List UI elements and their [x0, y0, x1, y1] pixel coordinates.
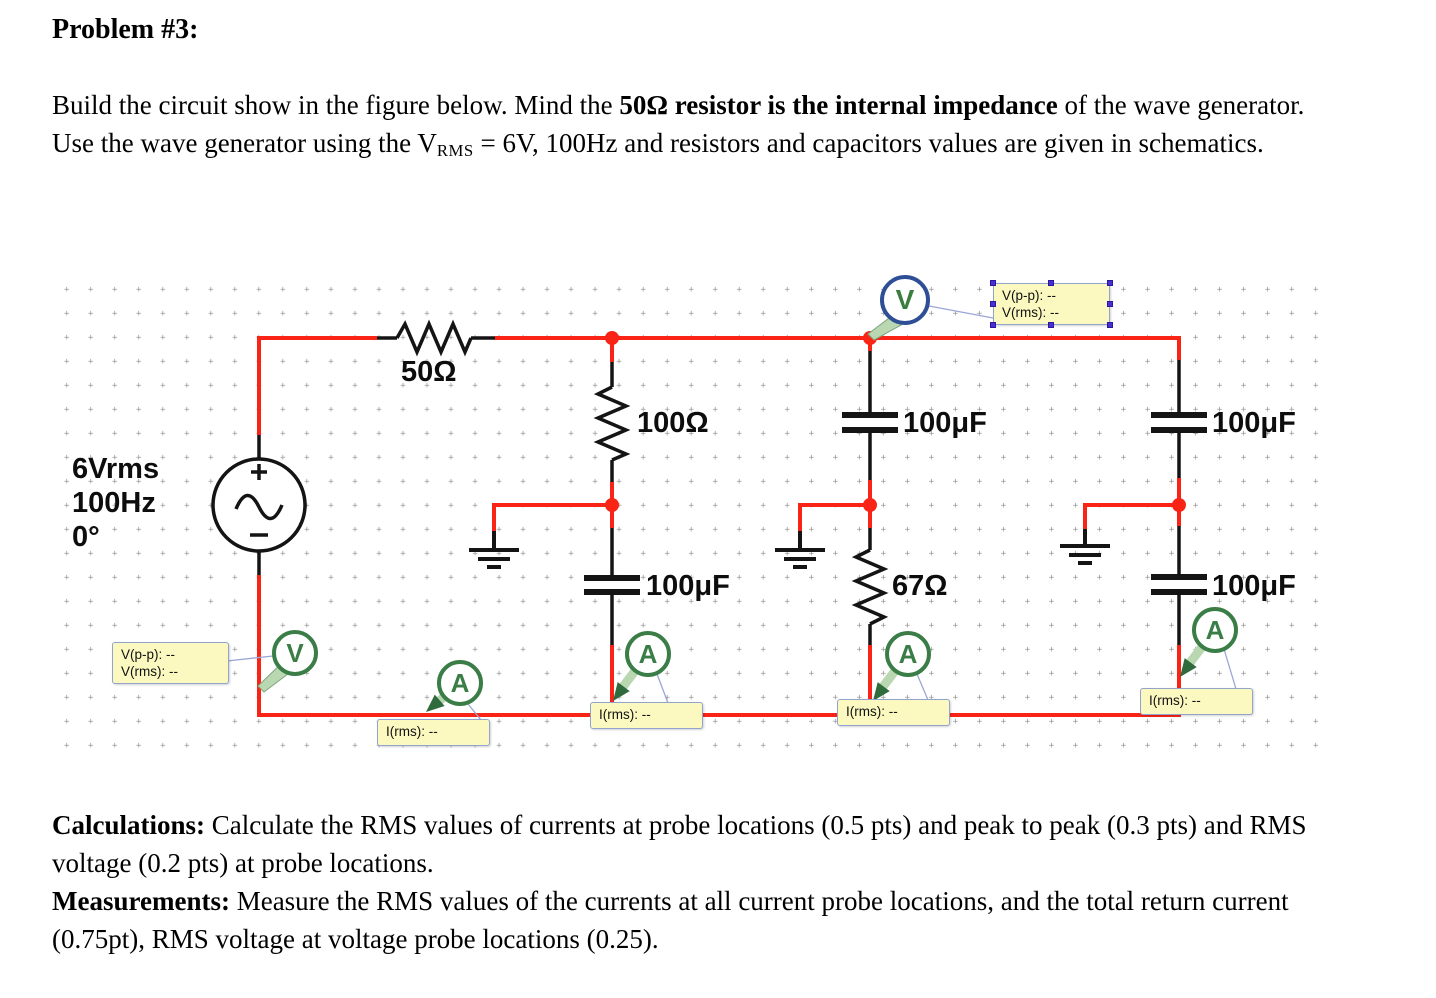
probe-letter: A	[450, 667, 470, 698]
current-readout-box-branch2[interactable]: I(rms): --	[837, 699, 950, 726]
selection-handle[interactable]	[990, 301, 996, 307]
wire-ground3[interactable]	[1083, 503, 1179, 529]
voltage-readout-box-top[interactable]: V(p-p): -- V(rms): --	[990, 280, 1113, 328]
junction-dots	[605, 331, 1186, 512]
selection-handle[interactable]	[1048, 280, 1054, 286]
irms-readout: I(rms): --	[1149, 693, 1201, 708]
wire-bottom-bus[interactable]	[257, 575, 1181, 717]
grounds[interactable]	[469, 529, 1110, 569]
probe-letter: A	[1205, 614, 1225, 645]
irms-readout: I(rms): --	[599, 707, 651, 722]
label-capacitor-c2: 100μF	[903, 407, 987, 439]
source-value-label: 6Vrms 100Hz 0°	[72, 453, 160, 553]
resistor-67ohm[interactable]	[851, 548, 889, 626]
vpp-readout: V(p-p): --	[1002, 288, 1056, 303]
selection-handle[interactable]	[1107, 280, 1113, 286]
label-capacitor-c1: 100μF	[646, 570, 730, 602]
wire-ground2[interactable]	[798, 503, 870, 531]
sine-icon	[234, 493, 284, 521]
circuit-diagram: ++++++++++++++++++++++++++++++++++++++++…	[60, 275, 1352, 778]
selection-handle[interactable]	[990, 322, 996, 328]
probe-needle-arrow	[873, 682, 890, 701]
selection-handle[interactable]	[1048, 322, 1054, 328]
junction-dot	[605, 331, 619, 345]
probe-connector-lines	[226, 305, 1237, 721]
probe-letter: A	[638, 638, 658, 669]
probe-letter: V	[895, 284, 915, 315]
components[interactable]	[211, 319, 1207, 645]
label-capacitor-c3: 100μF	[1212, 407, 1296, 439]
current-probe-branch3[interactable]: A	[1192, 607, 1238, 653]
resistor-100ohm[interactable]	[593, 385, 631, 462]
probe-needle-arrow	[1180, 658, 1197, 677]
irms-readout: I(rms): --	[386, 724, 438, 739]
label-resistor-67ohm: 67Ω	[892, 570, 948, 602]
wire-source-top[interactable]	[257, 336, 377, 435]
intro-paragraph: Build the circuit show in the figure bel…	[52, 90, 1318, 161]
current-readout-box-branch3[interactable]: I(rms): --	[1140, 688, 1253, 715]
junction-dot	[1172, 498, 1186, 512]
current-readout-box-branch1[interactable]: I(rms): --	[590, 702, 703, 729]
label-capacitor-c4: 100μF	[1212, 570, 1296, 602]
current-probe-branch1[interactable]: A	[625, 631, 671, 677]
wire-top-bus[interactable]	[495, 336, 1181, 360]
current-probe-branch2[interactable]: A	[885, 631, 931, 677]
current-probe-return[interactable]: A	[437, 660, 483, 706]
voltage-readout-box-source[interactable]: V(p-p): -- V(rms): --	[112, 642, 229, 684]
probe-letter: V	[286, 637, 304, 668]
calculations-paragraph: Calculations: Calculate the RMS values o…	[52, 810, 1307, 954]
label-resistor-50ohm: 50Ω	[401, 356, 457, 388]
current-readout-box-return[interactable]: I(rms): --	[377, 719, 490, 746]
selection-handle[interactable]	[1107, 301, 1113, 307]
resistor-50ohm[interactable]	[395, 319, 473, 357]
selection-handle[interactable]	[990, 280, 996, 286]
vrms-readout: V(rms): --	[121, 664, 178, 679]
voltage-probe-top[interactable]: V	[880, 275, 930, 325]
selection-handle[interactable]	[1107, 322, 1113, 328]
voltage-probe-source[interactable]: V	[272, 630, 318, 676]
junction-dot	[605, 498, 619, 512]
junction-dot	[863, 498, 877, 512]
label-resistor-100ohm: 100Ω	[637, 407, 709, 439]
vpp-readout: V(p-p): --	[121, 647, 175, 662]
wire-ground1[interactable]	[492, 503, 612, 531]
wires[interactable]	[257, 336, 1181, 717]
vrms-readout: V(rms): --	[1002, 305, 1059, 320]
irms-readout: I(rms): --	[846, 704, 898, 719]
probe-letter: A	[898, 638, 918, 669]
page-title: Problem #3:	[52, 14, 199, 45]
probe-needle-arrow	[426, 694, 445, 712]
probe-needle-arrow	[613, 682, 630, 701]
